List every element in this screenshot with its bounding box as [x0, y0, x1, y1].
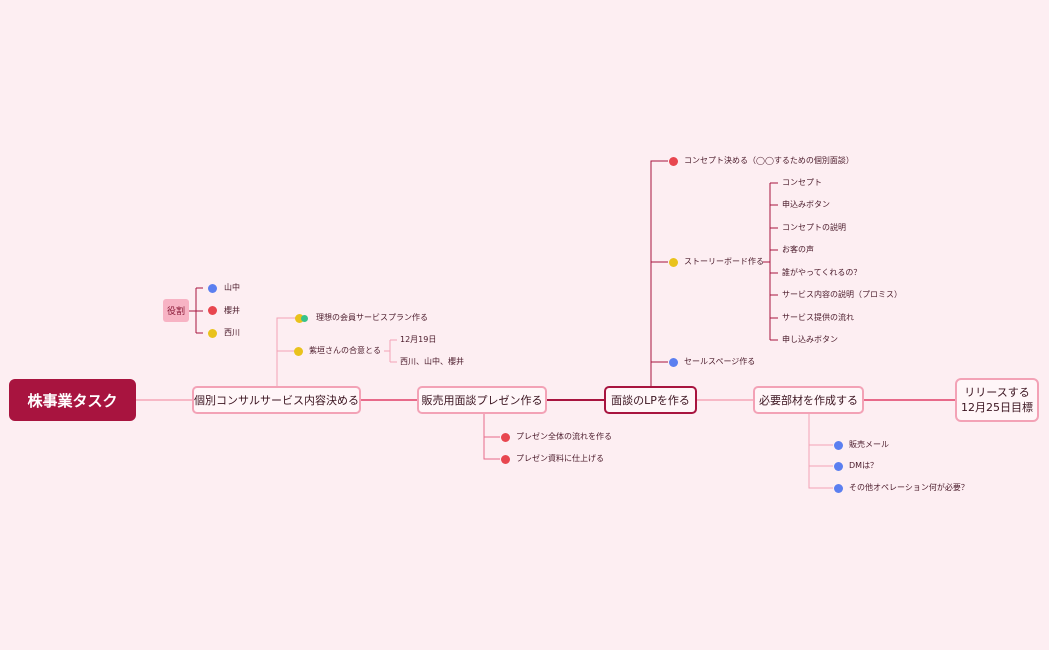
marker-yellow [669, 258, 678, 267]
lp-concept[interactable]: コンセプト決める（◯◯するための個別面談） [684, 156, 854, 165]
storyboard-item[interactable]: 申し込みボタン [782, 335, 838, 344]
topic-presen[interactable]: 販売用面談プレゼン作る [417, 386, 547, 414]
role-sakurai[interactable]: 櫻井 [224, 306, 240, 315]
release-label: リリースする [964, 386, 1030, 399]
roles-tag[interactable]: 役割 [163, 299, 189, 322]
marker-blue [834, 484, 843, 493]
release-target-date: 12月25日目標 [961, 401, 1033, 414]
role-nishikawa[interactable]: 西川 [224, 328, 240, 337]
marker-blue [208, 284, 217, 293]
storyboard-item[interactable]: お客の声 [782, 245, 814, 254]
marker-red [669, 157, 678, 166]
lp-storyboard[interactable]: ストーリーボード作る [684, 257, 764, 266]
marker-green-check [301, 315, 308, 322]
storyboard-item[interactable]: コンセプトの説明 [782, 223, 846, 232]
topic-lp[interactable]: 面談のLPを作る [604, 386, 697, 414]
consult-plan[interactable]: 理想の会員サービスプラン作る [316, 313, 428, 322]
materials-other[interactable]: その他オペレーション何が必要？ [849, 483, 969, 492]
marker-yellow [294, 347, 303, 356]
marker-blue [669, 358, 678, 367]
root-node[interactable]: 株事業タスク [9, 379, 136, 421]
materials-dm[interactable]: DMは？ [849, 461, 879, 470]
marker-red [208, 306, 217, 315]
presen-flow[interactable]: プレゼン全体の流れを作る [516, 432, 612, 441]
agreement-date[interactable]: 12月19日 [400, 335, 437, 344]
materials-mail[interactable]: 販売メール [849, 440, 889, 449]
topic-release[interactable]: リリースする 12月25日目標 [955, 378, 1039, 422]
consult-agreement[interactable]: 紫垣さんの合意とる [309, 346, 381, 355]
storyboard-item[interactable]: 申込みボタン [782, 200, 830, 209]
storyboard-item[interactable]: サービス内容の説明（プロミス） [782, 290, 902, 299]
lp-salespage[interactable]: セールスページ作る [684, 357, 756, 366]
storyboard-item[interactable]: サービス提供の流れ [782, 313, 854, 322]
topic-consult[interactable]: 個別コンサルサービス内容決める [192, 386, 361, 414]
agreement-members[interactable]: 西川、山中、櫻井 [400, 357, 464, 366]
marker-yellow [295, 314, 304, 323]
marker-yellow [208, 329, 217, 338]
presen-slides[interactable]: プレゼン資料に仕上げる [516, 454, 604, 463]
role-yamanaka[interactable]: 山中 [224, 283, 240, 292]
marker-red [501, 433, 510, 442]
storyboard-item[interactable]: 誰がやってくれるの？ [782, 268, 862, 277]
marker-blue [834, 462, 843, 471]
marker-red [501, 455, 510, 464]
topic-materials[interactable]: 必要部材を作成する [753, 386, 864, 414]
marker-blue [834, 441, 843, 450]
storyboard-item[interactable]: コンセプト [782, 178, 822, 187]
